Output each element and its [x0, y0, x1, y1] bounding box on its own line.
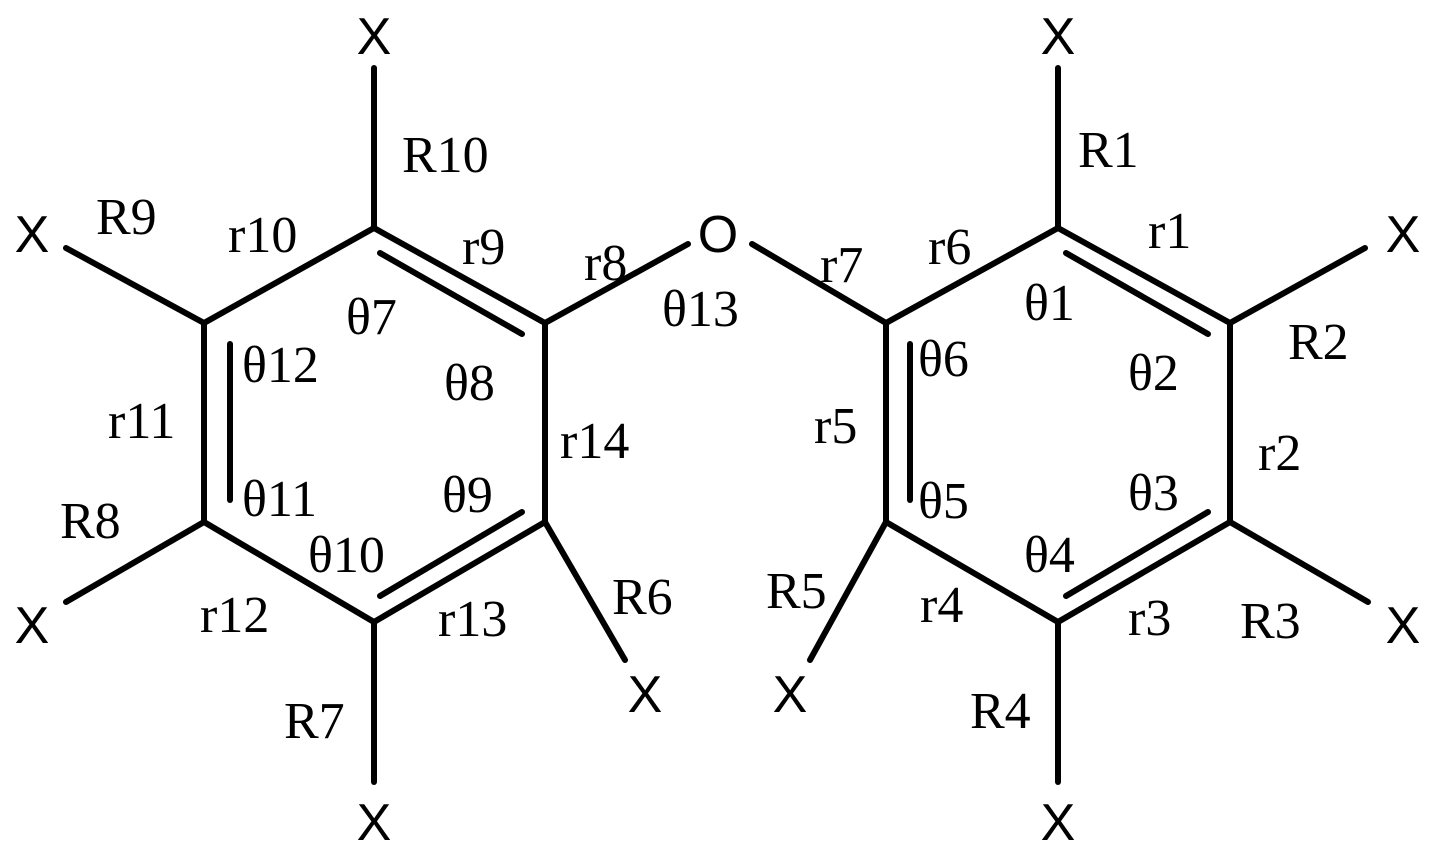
label-theta3: θ3 — [1128, 465, 1179, 522]
bond-R2 — [1227, 245, 1368, 326]
label-r1: r1 — [1148, 203, 1191, 260]
x-atom-r6: X — [628, 666, 663, 724]
x-atom-r5: X — [773, 666, 808, 724]
label-r4: r4 — [920, 577, 963, 634]
label-r14: r14 — [560, 413, 629, 470]
bond-r12 — [201, 519, 377, 625]
substituent-labels: R1 R2 R3 R4 R5 R6 R7 R8 R9 R10 — [60, 122, 1349, 750]
x-atom-r3: X — [1386, 597, 1421, 655]
label-theta8: θ8 — [444, 355, 495, 412]
bond-r3 — [1055, 519, 1233, 625]
label-r7: r7 — [820, 237, 863, 294]
label-r10: r10 — [228, 207, 297, 264]
bond-R6 — [542, 519, 628, 663]
label-r11: r11 — [108, 393, 175, 450]
bond-r3-inner — [1063, 509, 1211, 599]
label-R8: R8 — [60, 493, 121, 550]
label-r6: r6 — [928, 219, 971, 276]
bond-r7 — [749, 241, 889, 326]
label-R2: R2 — [1288, 314, 1349, 371]
bond-labels: r1 r2 r3 r4 r5 r6 r7 r8 r9 r10 r11 r12 r… — [108, 203, 1301, 648]
label-R1: R1 — [1078, 122, 1139, 179]
oxygen-atom: O — [698, 206, 738, 264]
bond-r4 — [883, 519, 1061, 625]
x-atom-r10: X — [357, 8, 392, 66]
atom-labels: O X X X X X X X X X X — [15, 8, 1421, 852]
bond-r8 — [542, 241, 691, 326]
label-r8: r8 — [584, 235, 627, 292]
label-theta7: θ7 — [346, 289, 397, 346]
label-R10: R10 — [402, 127, 489, 184]
bond-R5 — [807, 519, 889, 663]
x-atom-r9: X — [15, 206, 50, 264]
label-r12: r12 — [200, 587, 269, 644]
label-theta10: θ10 — [308, 527, 385, 584]
label-theta4: θ4 — [1024, 527, 1075, 584]
x-atom-r4: X — [1041, 794, 1076, 852]
label-R9: R9 — [96, 189, 157, 246]
label-theta6: θ6 — [918, 331, 969, 388]
label-theta11: θ11 — [242, 471, 317, 528]
bond-r1 — [1055, 225, 1233, 326]
bond-R8 — [63, 519, 207, 605]
label-r13: r13 — [438, 591, 507, 648]
label-R7: R7 — [284, 693, 345, 750]
x-atom-r1: X — [1041, 8, 1076, 66]
label-r9: r9 — [462, 219, 505, 276]
bond-R9 — [63, 245, 207, 326]
label-theta9: θ9 — [442, 467, 493, 524]
right-ring — [883, 225, 1233, 625]
bond-r6 — [883, 225, 1061, 326]
label-r5: r5 — [814, 398, 857, 455]
label-r2: r2 — [1258, 425, 1301, 482]
bond-r9-inner — [377, 250, 525, 337]
label-R3: R3 — [1240, 593, 1301, 650]
x-atom-r2: X — [1386, 206, 1421, 264]
label-theta2: θ2 — [1128, 345, 1179, 402]
angle-labels: θ1 θ2 θ3 θ4 θ5 θ6 θ7 θ8 θ9 θ10 θ11 θ12 θ… — [242, 275, 1179, 584]
bond-R3 — [1227, 519, 1371, 605]
bond-r13-inner — [377, 509, 525, 599]
label-r3: r3 — [1128, 590, 1171, 647]
left-ring — [201, 225, 548, 625]
label-R4: R4 — [970, 683, 1031, 740]
x-atom-r8: X — [15, 597, 50, 655]
label-theta12: θ12 — [242, 337, 319, 394]
label-R5: R5 — [766, 563, 827, 620]
bond-r1-inner — [1063, 250, 1211, 337]
bond-r9 — [371, 225, 548, 326]
substituent-bonds — [63, 65, 1371, 785]
bond-r10 — [201, 225, 377, 326]
label-R6: R6 — [612, 569, 673, 626]
label-theta13: θ13 — [662, 281, 739, 338]
label-theta5: θ5 — [918, 473, 969, 530]
bond-r13 — [371, 519, 548, 625]
x-atom-r7: X — [357, 794, 392, 852]
label-theta1: θ1 — [1024, 275, 1075, 332]
